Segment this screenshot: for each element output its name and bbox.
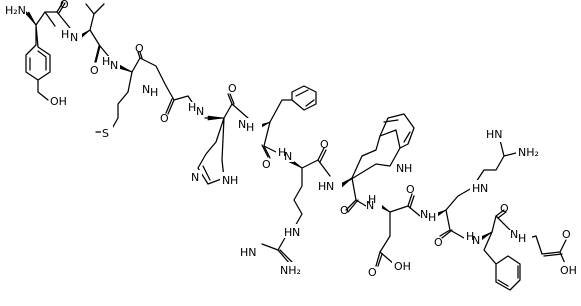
- amide-h-label: H: [61, 28, 69, 41]
- amide-n-label: N: [420, 208, 428, 221]
- arg1-imine-label: HN: [240, 246, 257, 259]
- amide-n-label: N: [70, 31, 78, 44]
- carbonyl-o-label: O: [500, 202, 509, 215]
- amide-h-label: H: [518, 232, 526, 245]
- trp-nh-label: N: [396, 162, 404, 175]
- carbonyl-o-label: O: [262, 158, 271, 171]
- amide-n-label: N: [142, 83, 150, 96]
- tyr-amine-label: H₂N: [5, 4, 26, 17]
- trp-h-label: H: [404, 162, 412, 175]
- gly-hydroxyl-label: OH: [560, 264, 577, 277]
- carbonyl-o-label: O: [406, 183, 415, 196]
- arg2-h-label: H: [472, 182, 480, 195]
- amide-h-label: H: [318, 180, 326, 193]
- amide-h-label: H: [150, 86, 158, 99]
- amide-n-label: N: [284, 150, 292, 163]
- met-sulfur-label: S: [102, 127, 109, 140]
- carbonyl-o-label: O: [160, 112, 169, 125]
- amide-n-label: N: [326, 180, 334, 193]
- carbonyl-o-label: O: [434, 236, 443, 249]
- carbonyl-o-label: O: [368, 266, 377, 279]
- his-h-label: H: [230, 174, 238, 187]
- carbonyl-o-label: O: [90, 64, 99, 77]
- arg1-nh-label: N: [292, 226, 300, 239]
- stereo-wedges: [25, 11, 493, 243]
- amide-h-label: H: [466, 230, 474, 243]
- tyr-hydroxyl-label: OH: [50, 95, 67, 108]
- amide-h-label: H: [278, 146, 286, 159]
- amide-n-label: N: [196, 105, 204, 118]
- amide-n-label: N: [366, 199, 374, 212]
- arg2-imine-label: HN: [486, 128, 503, 141]
- his-nh-label: N: [222, 174, 230, 187]
- asp-hydroxyl-label: OH: [394, 260, 411, 273]
- carbonyl-o-label: O: [60, 0, 69, 11]
- bond-lines: [25, 1, 567, 291]
- arg1-amine-label: NH₂: [280, 264, 301, 277]
- amide-n-label: N: [472, 234, 480, 247]
- amide-n-label: N: [510, 228, 518, 241]
- arg2-nh-label: N: [480, 182, 488, 195]
- amide-h-label: H: [246, 121, 254, 134]
- amide-h-label: H: [368, 193, 376, 206]
- amide-n-label: N: [238, 118, 246, 131]
- carbonyl-o-label: O: [228, 82, 237, 95]
- atom-labels: H₂N OH H N O H N O O S N H O H N O N N H…: [4, 0, 578, 279]
- amide-h-label: H: [102, 55, 110, 68]
- amide-n-label: N: [110, 59, 118, 72]
- carbonyl-o-label: O: [320, 138, 329, 151]
- his-ring-n-label: N: [191, 171, 199, 184]
- carbonyl-o-label: O: [562, 228, 571, 241]
- carbonyl-o-label: O: [135, 42, 144, 55]
- amide-h-label: H: [428, 211, 436, 224]
- arg2-amine-label: NH₂: [518, 146, 539, 159]
- carbonyl-o-label: O: [340, 204, 349, 217]
- amide-h-label: H: [188, 101, 196, 114]
- arg1-h-label: H: [284, 226, 292, 239]
